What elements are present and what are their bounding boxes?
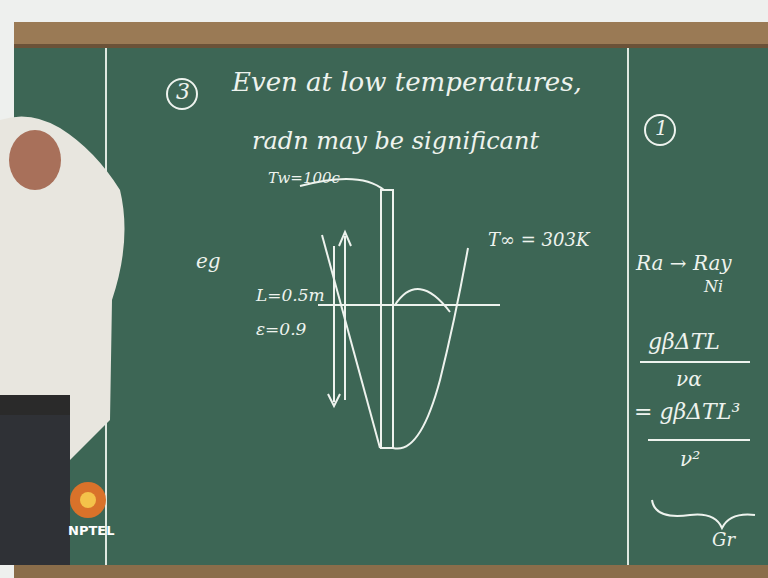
equation-text: να: [676, 368, 702, 390]
circled-number: 3: [176, 80, 190, 104]
emissivity-label: ε=0.9: [256, 320, 306, 339]
equation-text: Gr: [712, 530, 735, 550]
logo-text: NPTEL: [68, 524, 114, 538]
equation-text: = gβΔTL³: [634, 400, 740, 424]
temperature-label: Tw=100c: [268, 170, 340, 187]
equation-text: Ni: [704, 278, 723, 296]
circled-number: 1: [655, 117, 668, 139]
ambient-temperature: T∞ = 303K: [488, 230, 589, 250]
board-heading: Even at low temperatures,: [232, 68, 582, 97]
equation-text: Ra → Ray: [636, 252, 732, 274]
example-mark: eg: [196, 250, 221, 272]
dimension-label: L=0.5m: [256, 286, 325, 305]
board-note: radn may be significant: [252, 128, 539, 154]
equation-text: gβΔTL: [648, 330, 720, 354]
equation-text: ν²: [680, 448, 700, 470]
